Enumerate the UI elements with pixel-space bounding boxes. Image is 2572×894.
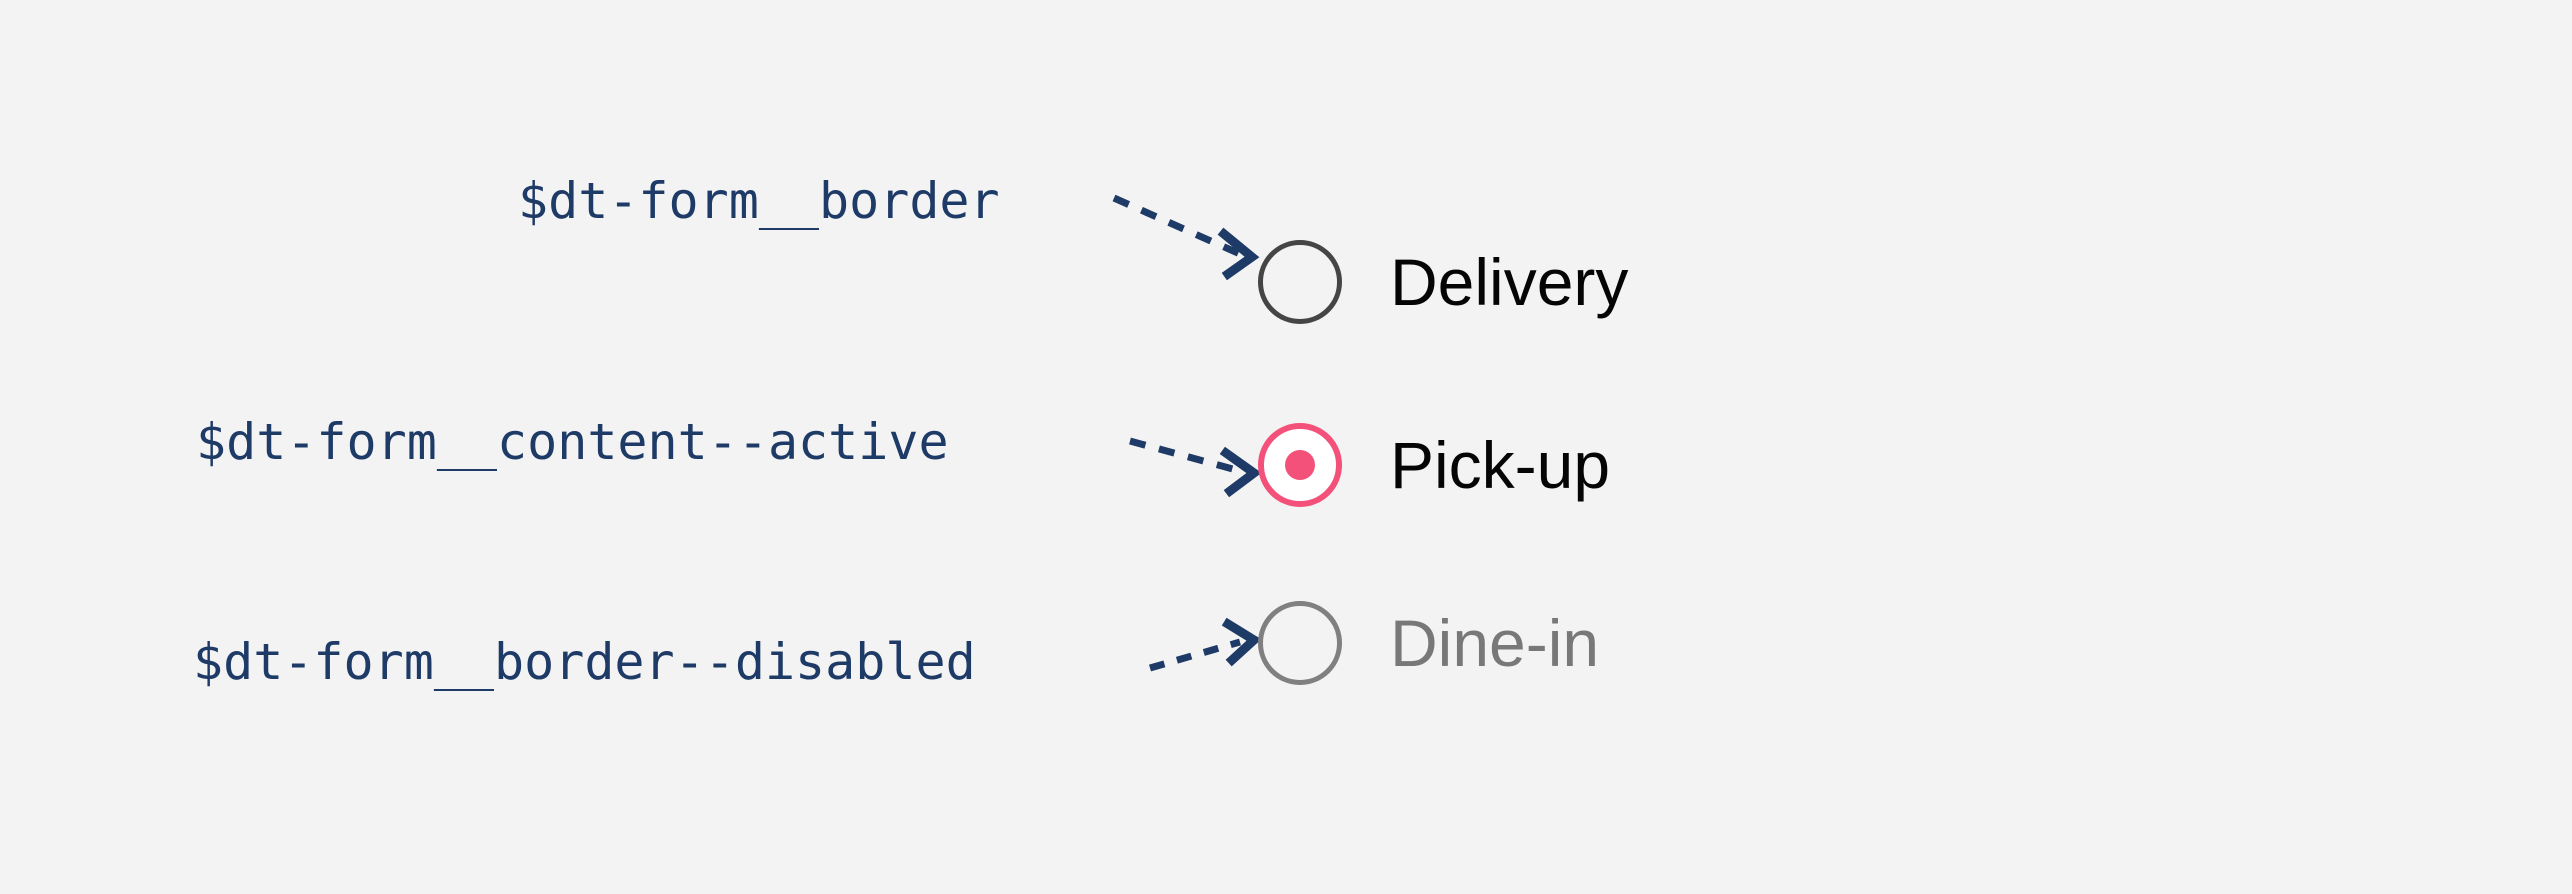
radio-option-delivery[interactable]: Delivery	[1258, 240, 1628, 324]
radio-label-pickup[interactable]: Pick-up	[1390, 428, 1611, 502]
token-label-border-disabled: $dt-form__border--disabled	[193, 633, 976, 691]
radio-circle-dinein-icon	[1258, 601, 1342, 685]
radio-label-dinein: Dine-in	[1390, 606, 1600, 680]
radio-circle-delivery-icon[interactable]	[1258, 240, 1342, 324]
token-label-content-active: $dt-form__content--active	[196, 413, 949, 471]
radio-label-delivery[interactable]: Delivery	[1390, 245, 1629, 319]
arrow-border-icon	[1112, 194, 1260, 281]
radio-dot-pickup-icon	[1285, 450, 1315, 480]
radio-circle-pickup-icon[interactable]	[1258, 423, 1342, 507]
radio-option-dinein: Dine-in	[1258, 601, 1599, 685]
token-label-border: $dt-form__border	[518, 172, 1000, 230]
radio-option-pickup[interactable]: Pick-up	[1258, 423, 1610, 507]
arrow-content-active-icon	[1129, 437, 1262, 498]
